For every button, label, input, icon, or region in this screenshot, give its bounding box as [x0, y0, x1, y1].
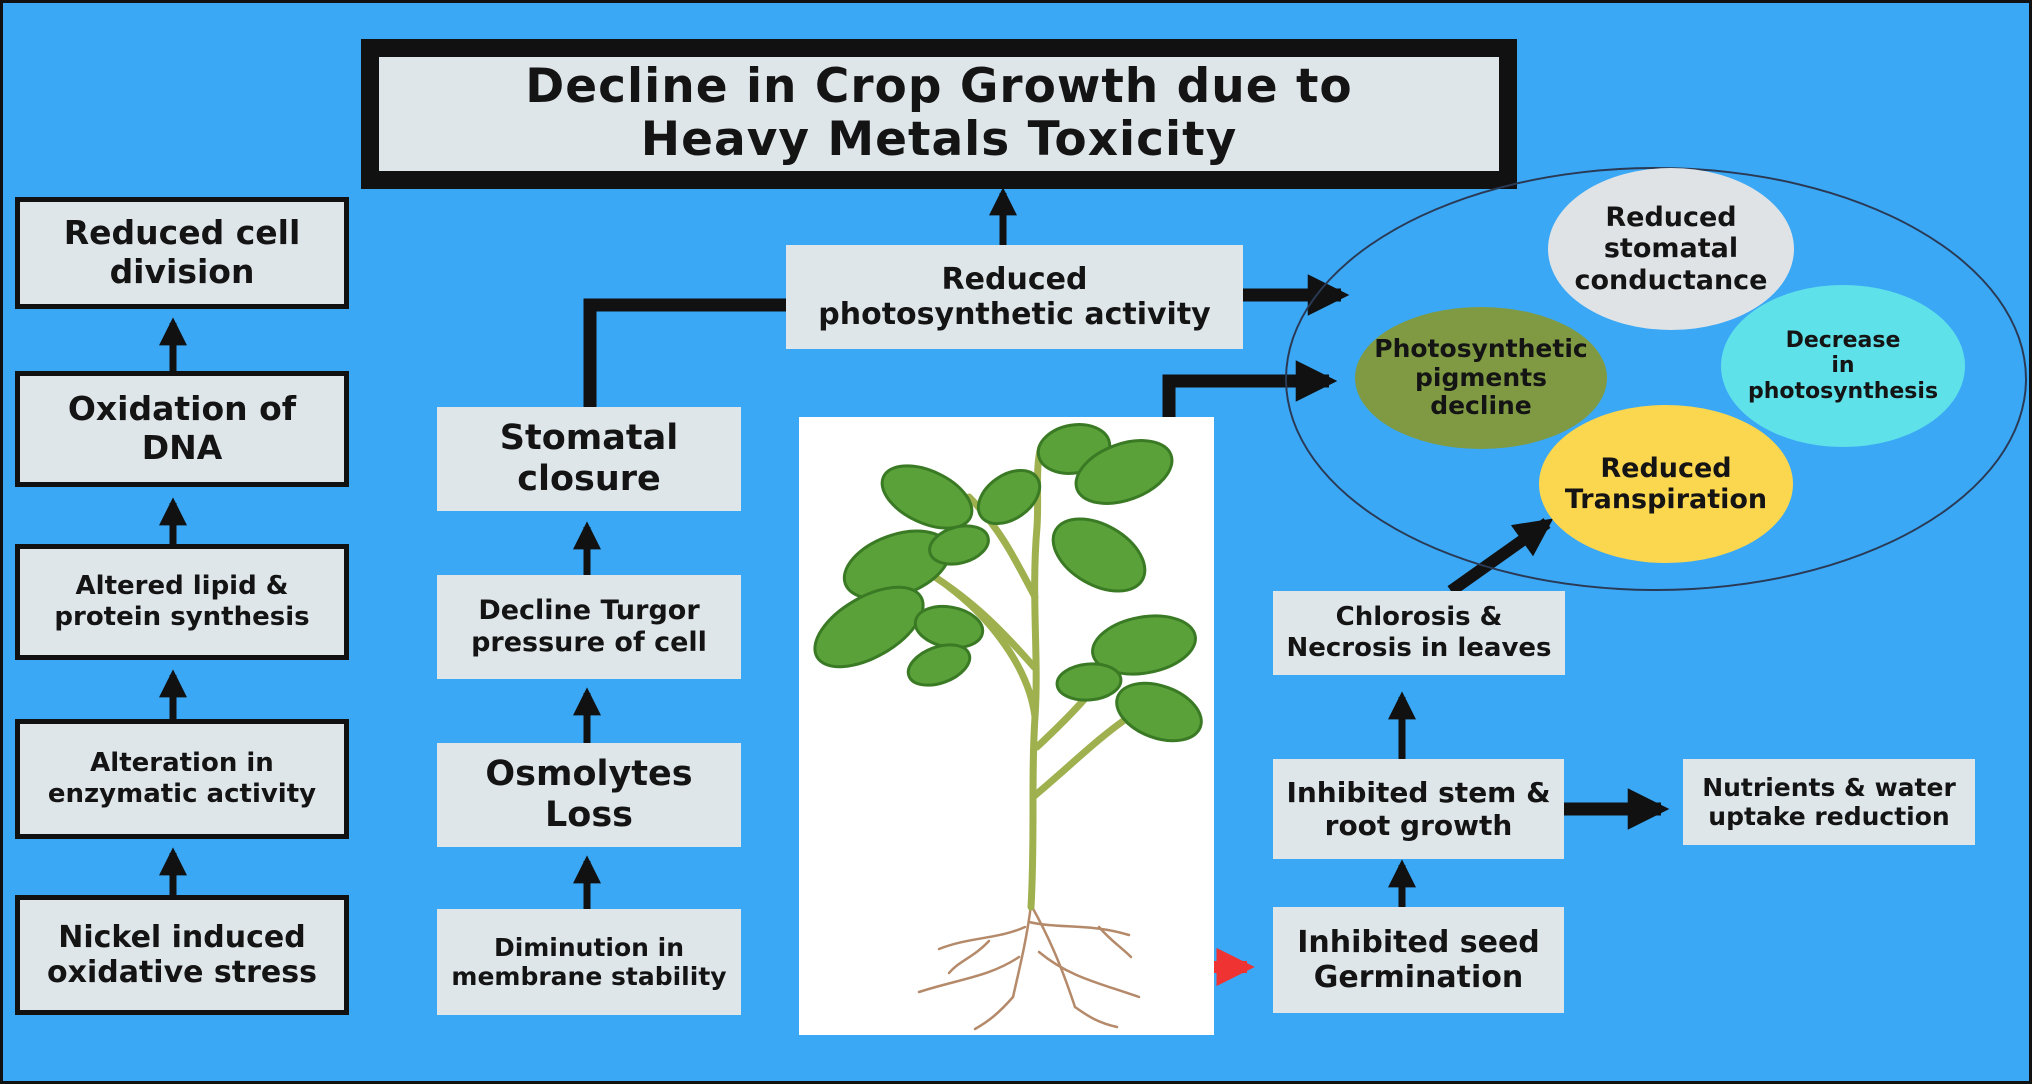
plant-drawing — [813, 423, 1203, 1031]
plant-illustration — [799, 417, 1214, 1035]
node-reduced-photosynthetic: Reduced photosynthetic activity — [786, 245, 1243, 349]
diagram-title: Decline in Crop Growth due to Heavy Meta… — [361, 39, 1517, 189]
node-nickel-oxidative-stress: Nickel induced oxidative stress — [15, 895, 349, 1015]
node-reduced-cell-division: Reduced cell division — [15, 197, 349, 309]
node-stomatal-closure: Stomatal closure — [437, 407, 741, 511]
node-osmolytes-loss: Osmolytes Loss — [437, 743, 741, 847]
node-inhibited-seed-germination: Inhibited seed Germination — [1273, 907, 1564, 1013]
node-decrease-photosynthesis: Decrease in photosynthesis — [1721, 285, 1965, 447]
node-reduced-transpiration: Reduced Transpiration — [1539, 405, 1793, 563]
node-oxidation-of-dna: Oxidation of DNA — [15, 371, 349, 487]
node-inhibited-stem-root: Inhibited stem & root growth — [1273, 759, 1564, 859]
node-chlorosis-necrosis: Chlorosis & Necrosis in leaves — [1273, 591, 1565, 675]
node-photosynthetic-pigments: Photosynthetic pigments decline — [1355, 307, 1607, 449]
node-alteration-enzymatic: Alteration in enzymatic activity — [15, 719, 349, 839]
node-nutrients-water: Nutrients & water uptake reduction — [1683, 759, 1975, 845]
connector-stomatal-to-photosynthetic — [583, 298, 786, 407]
node-membrane-stability: Diminution in membrane stability — [437, 909, 741, 1015]
node-decline-turgor: Decline Turgor pressure of cell — [437, 575, 741, 679]
node-altered-lipid-protein: Altered lipid & protein synthesis — [15, 544, 349, 660]
node-reduced-stomatal-conductance: Reduced stomatal conductance — [1548, 168, 1794, 330]
